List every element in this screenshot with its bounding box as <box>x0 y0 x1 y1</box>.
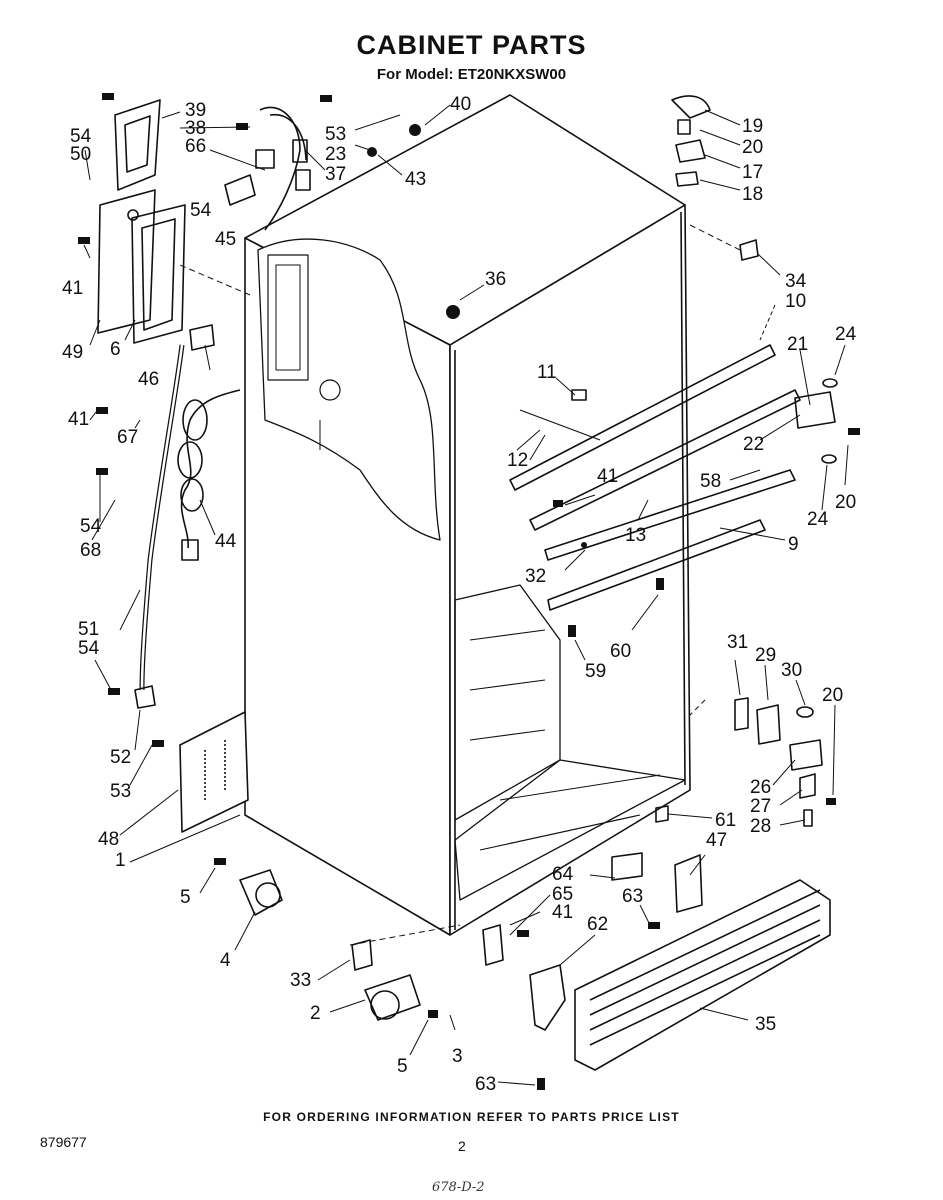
callout-label: 20 <box>822 685 843 706</box>
callout-label: 65 <box>552 884 573 905</box>
callout-label: 35 <box>755 1014 776 1035</box>
upper-right-hinge <box>671 95 838 464</box>
callout-label: 29 <box>755 645 776 666</box>
leader-lines <box>83 104 849 1086</box>
callout-label: 6 <box>110 339 121 360</box>
access-panel <box>179 711 249 833</box>
light-housing-assembly <box>97 99 215 351</box>
callout-label: 24 <box>835 324 857 345</box>
callout-label: 31 <box>727 632 748 653</box>
callout-label: 68 <box>80 540 101 561</box>
callout-label: 38 <box>185 118 206 139</box>
callout-label: 60 <box>610 641 631 662</box>
callout-label: 63 <box>475 1074 496 1095</box>
callout-label: 45 <box>215 229 236 250</box>
callout-label: 62 <box>587 914 608 935</box>
callout-label: 50 <box>70 144 91 165</box>
callout-label: 1 <box>115 850 126 871</box>
callout-label: 48 <box>98 829 119 850</box>
document-number: 879677 <box>40 1134 87 1150</box>
callout-label: 54 <box>78 638 100 659</box>
callout-label: 63 <box>622 886 643 907</box>
shelf-supports <box>509 344 801 611</box>
base-grille <box>574 852 831 1071</box>
callout-label: 26 <box>750 777 771 798</box>
callout-label: 36 <box>485 269 506 290</box>
callout-label: 46 <box>138 369 159 390</box>
callout-label: 41 <box>597 466 618 487</box>
callout-label: 54 <box>80 516 102 537</box>
callout-label: 40 <box>450 94 471 115</box>
callout-label: 19 <box>742 116 763 137</box>
callout-label: 54 <box>70 126 92 147</box>
callout-label: 5 <box>397 1056 408 1077</box>
callout-label: 34 <box>785 271 807 292</box>
callout-label: 33 <box>290 970 311 991</box>
fastener-markers <box>78 93 860 1090</box>
callout-label: 21 <box>787 334 808 355</box>
callout-label: 43 <box>405 169 426 190</box>
roller-assemblies <box>239 869 566 1031</box>
callout-label: 61 <box>715 810 736 831</box>
callout-label: 41 <box>68 409 89 430</box>
callout-labels: 54 50 39 38 66 37 23 53 40 43 19 20 17 1… <box>62 94 857 1095</box>
callout-label: 18 <box>742 184 763 205</box>
page-number: 2 <box>458 1138 466 1154</box>
callout-label: 4 <box>220 950 231 971</box>
callout-label: 59 <box>585 661 606 682</box>
ordering-note: FOR ORDERING INFORMATION REFER TO PARTS … <box>263 1110 680 1124</box>
cabinet-shell <box>244 94 691 936</box>
handwritten-note: 678-D-2 <box>432 1180 485 1195</box>
callout-label: 39 <box>185 100 206 121</box>
callout-label: 54 <box>190 200 212 221</box>
callout-label: 3 <box>452 1046 463 1067</box>
callout-label: 53 <box>110 781 131 802</box>
callout-label: 2 <box>310 1003 321 1024</box>
callout-label: 12 <box>507 450 528 471</box>
callout-label: 66 <box>185 136 206 157</box>
callout-label: 58 <box>700 471 721 492</box>
callout-label: 67 <box>117 427 138 448</box>
callout-label: 51 <box>78 619 99 640</box>
page-title: CABINET PARTS <box>356 30 587 60</box>
callout-label: 64 <box>552 864 574 885</box>
callout-label: 10 <box>785 291 806 312</box>
callout-label: 41 <box>552 902 573 923</box>
callout-label: 53 <box>325 124 346 145</box>
callout-label: 11 <box>537 362 557 383</box>
callout-label: 32 <box>525 566 546 587</box>
callout-label: 20 <box>742 137 763 158</box>
callout-label: 22 <box>743 434 764 455</box>
callout-label: 13 <box>625 525 646 546</box>
callout-label: 44 <box>215 531 237 552</box>
callout-label: 23 <box>325 144 346 165</box>
callout-label: 52 <box>110 747 131 768</box>
model-subtitle: For Model: ET20NKXSW00 <box>376 66 567 83</box>
callout-label: 24 <box>807 509 829 530</box>
callout-label: 27 <box>750 796 771 817</box>
callout-label: 30 <box>781 660 802 681</box>
callout-label: 41 <box>62 278 83 299</box>
callout-label: 20 <box>835 492 856 513</box>
callout-label: 37 <box>325 164 346 185</box>
callout-label: 17 <box>742 162 763 183</box>
wiring-harness <box>224 106 311 231</box>
power-cord <box>134 344 241 709</box>
callout-label: 9 <box>788 534 799 555</box>
callout-label: 47 <box>706 830 727 851</box>
callout-label: 49 <box>62 342 83 363</box>
callout-label: 28 <box>750 816 771 837</box>
callout-label: 5 <box>180 887 191 908</box>
